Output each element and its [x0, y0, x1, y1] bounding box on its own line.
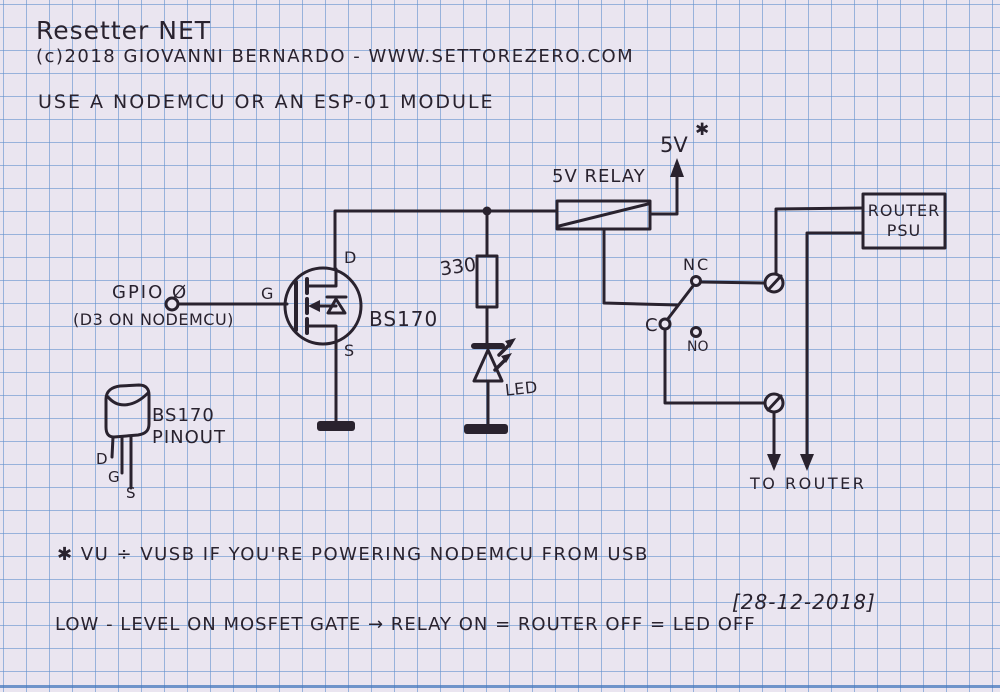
subtitle-line: USE A NODEMCU OR AN ESP-01 MODULE [38, 91, 495, 113]
page-title: Resetter NET [36, 16, 212, 45]
mosfet-drain-lead [305, 267, 338, 288]
psu-label-line2: PSU [886, 221, 922, 240]
psu-label-line1: ROUTER [867, 201, 941, 220]
wire-psu-to-upper-terminal [774, 206, 865, 276]
date-note: [28-12-2018] [732, 590, 876, 614]
wire-relay-to-5v [648, 168, 679, 216]
pinout-label-line1: BS170 [152, 405, 215, 426]
no-contact-label: NO [687, 339, 709, 355]
usb-note: ✱ VU ÷ VUSB IF YOU'RE POWERING NODEMCU F… [57, 544, 649, 565]
wire-nc-to-terminal [699, 280, 767, 285]
contact-nc [690, 275, 702, 287]
logic-note: LOW - LEVEL ON MOSFET GATE → RELAY ON = … [55, 614, 756, 635]
body-diode-triangle [326, 297, 347, 315]
contact-no [690, 326, 702, 338]
mosfet-symbol [164, 266, 363, 423]
gate-pin-label: G [261, 284, 274, 303]
source-pin-label: S [344, 341, 355, 360]
terminal-upper [763, 272, 785, 294]
ground-bar-led [464, 424, 508, 434]
ground-bar-mosfet [317, 421, 355, 431]
supply-asterisk: ✱ [695, 120, 710, 140]
switch-symbol [658, 275, 767, 405]
pinout-label-line2: PINOUT [152, 427, 226, 448]
psu-box-outline [861, 192, 947, 250]
relay-label: 5V RELAY [552, 166, 646, 187]
pinout-package [104, 383, 151, 490]
to-router-label: TO ROUTER [750, 474, 867, 493]
router-psu-box: ROUTER PSU [863, 194, 945, 248]
relay-actuator-link [602, 227, 680, 307]
pinout-pin-g: G [108, 468, 120, 486]
terminal-lower [763, 392, 785, 414]
relay-symbol [555, 158, 684, 307]
c-contact-label: C [645, 315, 658, 336]
resistor-symbol [475, 254, 499, 309]
psu-wiring [767, 192, 947, 471]
arrow-to-router-left [767, 454, 781, 471]
switch-arm [665, 284, 695, 322]
arrow-to-router-right [800, 454, 814, 471]
drain-pin-label: D [344, 248, 357, 267]
wire-c-to-terminal [663, 327, 766, 405]
mosfet-part-label: BS170 [369, 307, 439, 331]
arrow-5v [670, 158, 684, 177]
gpio-label: GPIO Ø [112, 282, 189, 303]
paper-bottom-edge [0, 685, 1000, 688]
gpio-sublabel: (D3 ON NODEMCU) [73, 310, 234, 329]
gpio-terminal [164, 296, 180, 312]
nc-contact-label: NC [683, 255, 711, 274]
led-emission-arrows [493, 338, 516, 372]
pinout-pin-s: S [126, 484, 136, 502]
mosfet-arrow [308, 300, 320, 312]
copyright-line: (c)2018 GIOVANNI BERNARDO - WWW.SETTOREZ… [36, 46, 635, 67]
mosfet-source-lead [305, 324, 338, 423]
supply-label: 5V [660, 133, 688, 157]
wire-psu-second [805, 231, 865, 460]
led-label: LED [504, 377, 539, 400]
pinout-pin-d: D [96, 450, 108, 468]
